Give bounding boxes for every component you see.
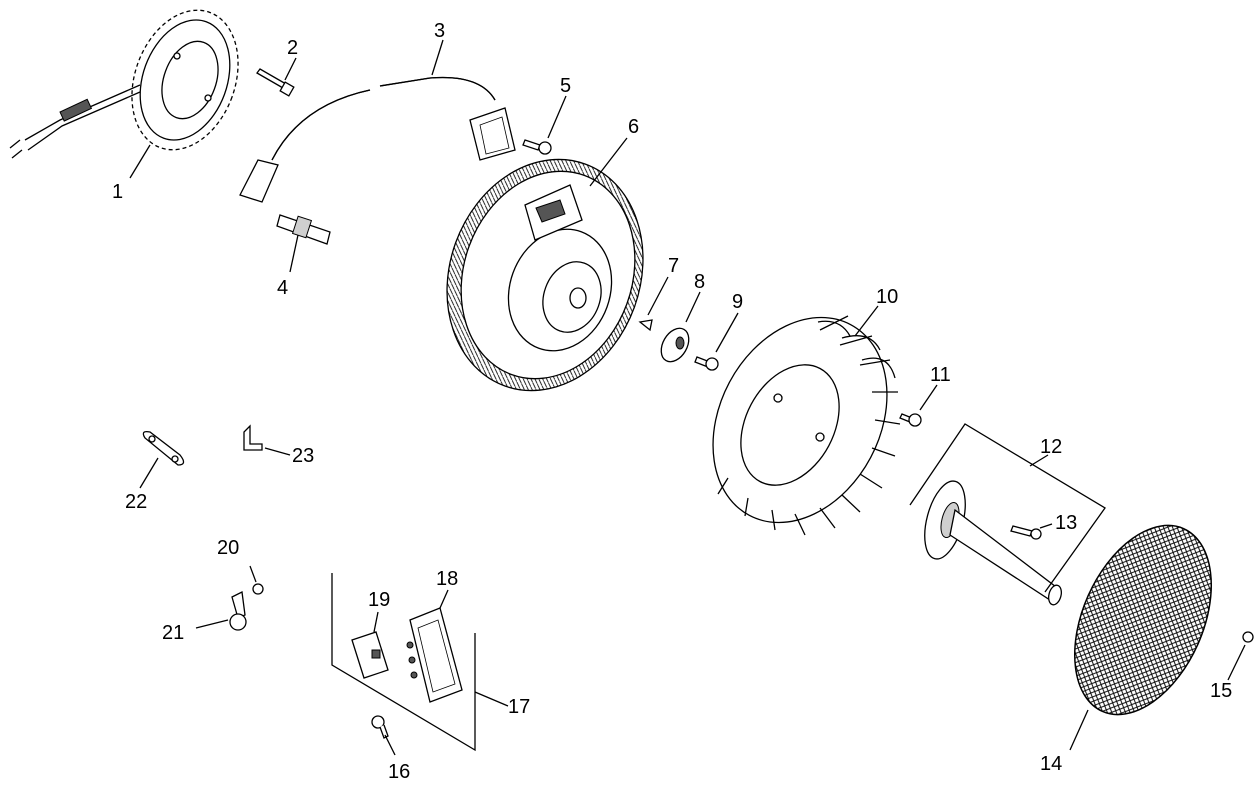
- callout-17: 17: [508, 696, 530, 718]
- callout-19: 19: [368, 589, 390, 611]
- bracket-tab-part: [142, 430, 185, 466]
- callout-8: 8: [694, 271, 705, 293]
- leader-line-8: [685, 291, 701, 323]
- callout-15: 15: [1210, 680, 1232, 702]
- callout-20: 20: [217, 537, 239, 559]
- screw-13-part: [1010, 525, 1042, 540]
- leader-line-16: [384, 734, 396, 756]
- clamp-part: [229, 591, 247, 631]
- callout-1: 1: [112, 181, 123, 203]
- leader-line-7: [647, 276, 669, 316]
- screw-5-part: [522, 139, 552, 155]
- callout-10: 10: [876, 286, 898, 308]
- leader-line-12: [1029, 454, 1049, 467]
- callout-6: 6: [628, 116, 639, 138]
- callout-14: 14: [1040, 753, 1062, 775]
- callout-12: 12: [1040, 436, 1062, 458]
- callout-4: 4: [277, 277, 288, 299]
- leader-line-14: [1069, 709, 1089, 751]
- callout-22: 22: [125, 491, 147, 513]
- leader-line-1: [129, 144, 151, 179]
- callout-5: 5: [560, 75, 571, 97]
- leader-line-2: [284, 57, 297, 81]
- callout-7: 7: [668, 255, 679, 277]
- callout-13: 13: [1055, 512, 1077, 534]
- spark-plug-part: [276, 214, 331, 245]
- connector-part: [351, 631, 389, 679]
- screw-16-part: [371, 715, 389, 739]
- leader-line-10: [854, 305, 879, 337]
- leader-line-21: [195, 619, 229, 629]
- callout-11: 11: [930, 364, 951, 386]
- leader-line-4: [289, 234, 299, 273]
- leader-line-18: [439, 589, 449, 609]
- leader-line-11: [919, 384, 938, 411]
- bolt-11-part: [899, 413, 922, 427]
- screw-15-part: [1242, 631, 1254, 643]
- leader-line-23: [264, 447, 291, 456]
- clip-part: [243, 424, 263, 451]
- washer-part: [660, 327, 690, 363]
- leader-line-19: [373, 611, 379, 633]
- key-part: [638, 319, 653, 332]
- bracket-17: [331, 573, 476, 752]
- screen-part: [1073, 524, 1213, 716]
- flywheel-part: [446, 158, 644, 392]
- ignition-lead-part: [239, 76, 516, 203]
- shaft-adapter-part: [924, 480, 1062, 606]
- leader-line-5: [547, 95, 567, 139]
- rectifier-part: [406, 607, 463, 703]
- callout-3: 3: [434, 20, 445, 42]
- leader-line-9: [715, 312, 739, 353]
- callout-16: 16: [388, 761, 410, 783]
- bracket-12: [909, 423, 1106, 593]
- callout-2: 2: [287, 37, 298, 59]
- leader-line-15: [1227, 644, 1246, 681]
- callout-18: 18: [436, 568, 458, 590]
- fan-part: [712, 315, 901, 536]
- leader-line-3: [431, 39, 444, 76]
- callout-9: 9: [732, 291, 743, 313]
- stator-part: [9, 9, 239, 159]
- callout-23: 23: [292, 445, 314, 467]
- leader-line-13: [1039, 523, 1053, 529]
- bolt-9-part: [694, 356, 719, 371]
- leader-line-20: [249, 565, 257, 583]
- leader-line-22: [139, 457, 159, 489]
- callout-21: 21: [162, 622, 184, 644]
- nut-part: [252, 583, 264, 595]
- stud-bolt-part: [256, 68, 295, 97]
- leader-line-17: [474, 691, 509, 707]
- leader-line-6: [589, 137, 628, 187]
